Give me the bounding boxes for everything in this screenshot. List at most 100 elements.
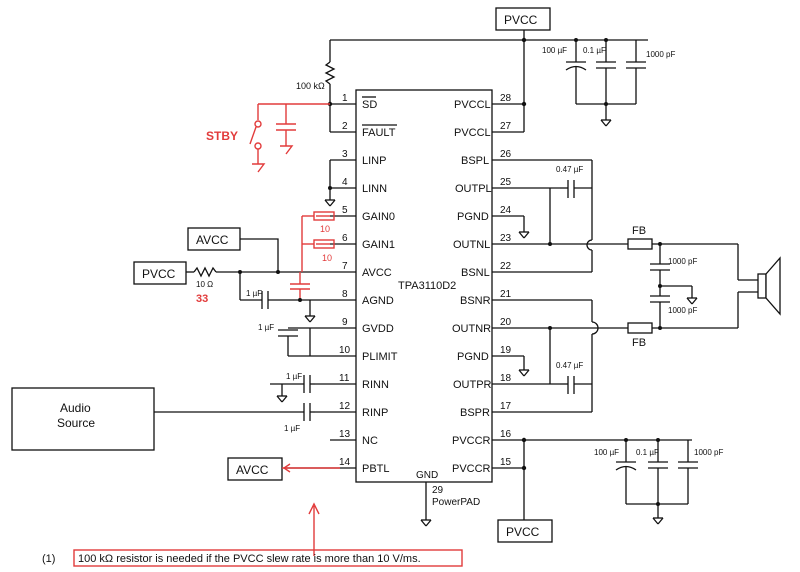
avcc-left-wire: [240, 238, 279, 272]
pin-name-bspl: BSPL: [461, 155, 489, 167]
gnd-pin-number: 29: [432, 485, 444, 496]
c-out-1-label: 1000 pF: [668, 257, 697, 266]
pin-name-outpr: OUTPR: [453, 379, 492, 391]
footnote-number: (1): [42, 553, 55, 565]
r33-label: 33: [196, 293, 208, 305]
pin-name-gain1: GAIN1: [362, 239, 395, 251]
avcc-decoupling-cap: [290, 272, 310, 300]
pin-name-pvccr: PVCCR: [452, 435, 491, 447]
pin-name-agnd: AGND: [362, 295, 394, 307]
agnd-cap: [239, 272, 316, 323]
pin-name-linn: LINN: [362, 183, 387, 195]
c-rinp-label: 1 µF: [284, 424, 300, 433]
avcc-bottom-box: [227, 457, 283, 481]
left-pin-labels: 1 SD 2 FAULT 3 LINP 4 LINN 5 GAIN0 6 GAI…: [339, 93, 398, 475]
pin-name-bsnl: BSNL: [461, 267, 490, 279]
pin-name-avcc: AVCC: [362, 267, 392, 279]
pin-number: 4: [342, 177, 348, 188]
pin-number: 14: [339, 457, 351, 468]
c-gvdd-label: 1 µF: [258, 323, 274, 332]
right-pin-labels: PVCCL 28 PVCCL 27 BSPL 26 OUTPL 25 PGND …: [452, 93, 512, 475]
pin-number: 7: [342, 261, 348, 272]
pin-name-outnr: OUTNR: [452, 323, 491, 335]
fb-top-label: FB: [632, 225, 646, 237]
bsnr-wire: [518, 300, 599, 412]
c-bsl-label: 0.47 µF: [556, 165, 583, 174]
r-avcc-label: 10 Ω: [196, 280, 213, 289]
pin-number: 16: [500, 429, 512, 440]
chip-name: TPA3110D2: [398, 280, 456, 292]
pin-number: 2: [342, 121, 348, 132]
stby-label: STBY: [206, 129, 238, 143]
c-bot-1-label: 100 µF: [594, 448, 619, 457]
pin-name-sd: SD: [362, 99, 377, 111]
stby-switch: [249, 103, 330, 173]
linp-linn-ground: [324, 160, 336, 207]
pin-number: 19: [500, 345, 512, 356]
pin-number: 17: [500, 401, 512, 412]
pin-name-rinp: RINP: [362, 407, 388, 419]
resistor-100k: [324, 61, 336, 85]
pin-name-plimit: PLIMIT: [362, 351, 398, 363]
pin-name-bsnr: BSNR: [460, 295, 491, 307]
gvdd-cap: [278, 327, 311, 357]
pin-name-linp: LINP: [362, 155, 386, 167]
pin-number: 12: [339, 401, 351, 412]
pvcc-left-label: PVCC: [142, 267, 176, 281]
pin-number: 20: [500, 317, 512, 328]
pin-number: 9: [342, 317, 348, 328]
pbtl-red-link: [282, 463, 340, 556]
r-pullup-label: 100 kΩ: [296, 81, 325, 91]
c-out-2-label: 1000 pF: [668, 306, 697, 315]
gain-r2-label: 10: [322, 253, 332, 263]
input-caps: [154, 375, 315, 421]
avcc-left-label: AVCC: [196, 233, 229, 247]
pin-number: 15: [500, 457, 512, 468]
ground-symbol: [420, 519, 432, 527]
audio-source-line2: Source: [57, 416, 95, 430]
pin-number: 3: [342, 149, 348, 160]
pin-number: 23: [500, 233, 512, 244]
pin-number: 22: [500, 261, 512, 272]
audio-source-box: [11, 387, 155, 451]
pin-name-gain0: GAIN0: [362, 211, 395, 223]
pin-number: 1: [342, 93, 348, 104]
pin-name-nc: NC: [362, 435, 378, 447]
pin-name-pgnd: PGND: [457, 351, 489, 363]
c-top-1-label: 100 µF: [542, 46, 567, 55]
c-bsr-label: 0.47 µF: [556, 361, 583, 370]
powerpad-label: PowerPAD: [432, 497, 480, 508]
pvcc-top-box: [495, 7, 551, 31]
pin-name-fault: FAULT: [362, 127, 396, 139]
left-pin-stubs: [240, 103, 356, 469]
chip-body: [355, 89, 493, 483]
pin-name-pvccl: PVCCL: [454, 99, 491, 111]
pin-number: 26: [500, 149, 512, 160]
pin-number: 18: [500, 373, 512, 384]
pin-number: 28: [500, 93, 512, 104]
pvcc-left-box: [133, 261, 187, 285]
bsnl-wire: [586, 188, 593, 272]
pin-name-pbtl: PBTL: [362, 463, 390, 475]
gain-r1-label: 10: [320, 224, 330, 234]
pvcc-bottom-label: PVCC: [506, 525, 540, 539]
pin-number: 6: [342, 233, 348, 244]
pin-name-rinn: RINN: [362, 379, 389, 391]
pin-number: 5: [342, 205, 348, 216]
c-bot-2-label: 0.1 µF: [636, 448, 659, 457]
pin-number: 13: [339, 429, 351, 440]
gnd-label: GND: [416, 470, 438, 481]
footnote-highlight-box: [73, 549, 463, 567]
pvcc-top-label: PVCC: [504, 13, 538, 27]
c-bot-3-label: 1000 pF: [694, 448, 723, 457]
pin-name-outpl: OUTPL: [455, 183, 492, 195]
output-filter: [627, 238, 738, 334]
c-top-3-label: 1000 pF: [646, 50, 675, 59]
pin-name-pvccr: PVCCR: [452, 463, 491, 475]
avcc-bottom-label: AVCC: [236, 463, 269, 477]
pin-number: 21: [500, 289, 512, 300]
gain-resistors: [301, 211, 335, 272]
right-pin-stubs: [492, 103, 628, 469]
pin-name-gvdd: GVDD: [362, 323, 394, 335]
